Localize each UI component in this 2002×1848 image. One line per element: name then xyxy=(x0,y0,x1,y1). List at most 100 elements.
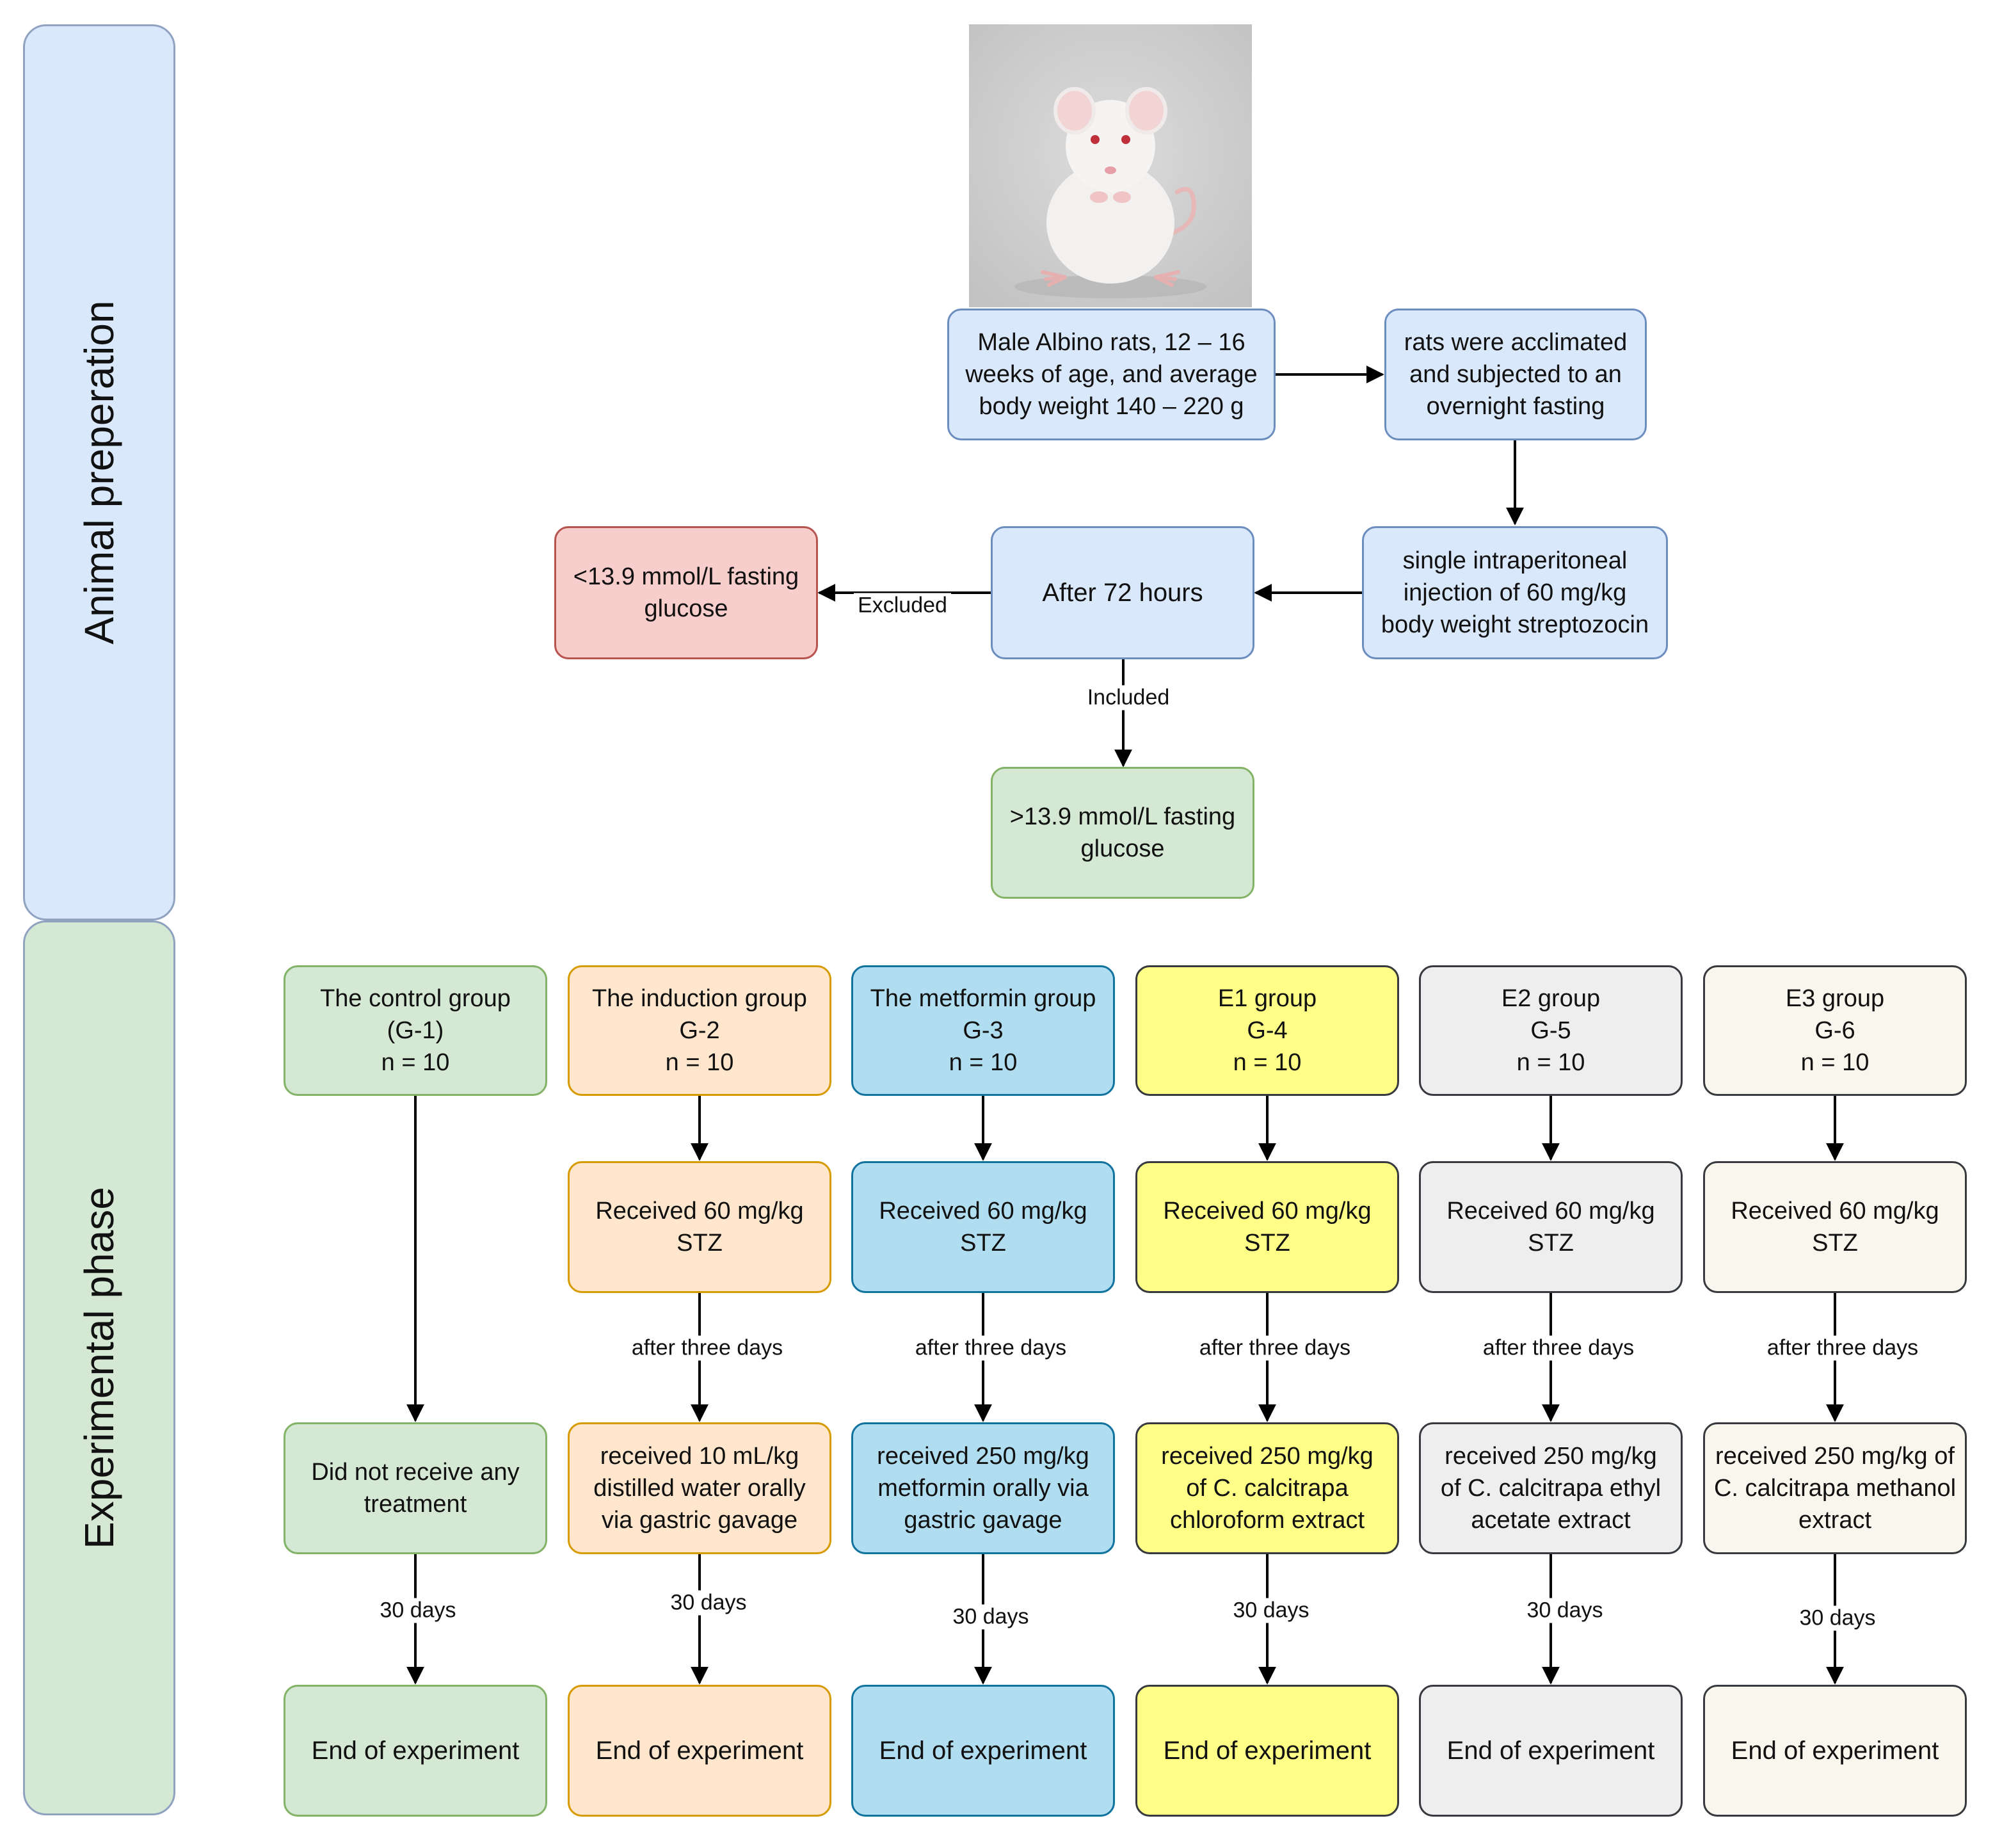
group-1-duration-label: 30 days xyxy=(376,1598,460,1623)
group-2-duration-label: 30 days xyxy=(666,1590,751,1616)
included-edge-label: Included xyxy=(1083,685,1174,711)
group-1-end-box-text: End of experiment xyxy=(311,1737,520,1765)
group-3-treatment-box-line-3: gastric gavage xyxy=(904,1507,1062,1534)
group-2-treatment-box-line-3: via gastric gavage xyxy=(601,1507,798,1534)
group-6-treatment-box: received 250 mg/kg of C. calcitrapa metha… xyxy=(1703,1422,1967,1554)
group-2-end-box: End of experiment xyxy=(568,1685,831,1817)
group-4-header-box-line-1: E1 group xyxy=(1217,985,1317,1012)
group-5-header-box-line-2: G-5 xyxy=(1530,1017,1571,1044)
group-5-header-box-line-1: E2 group xyxy=(1501,985,1601,1012)
group-4-treatment-box-line-2: of C. calcitrapa xyxy=(1186,1475,1349,1502)
group-3-duration-label: 30 days xyxy=(949,1604,1033,1630)
group-1-end-box: End of experiment xyxy=(284,1685,547,1817)
included-glucose-box: >13.9 mmol/L fasting glucose xyxy=(991,767,1254,899)
group-6-end-box: End of experiment xyxy=(1703,1685,1967,1817)
group-6-stz-box-line-1: Received 60 mg/kg xyxy=(1731,1198,1939,1225)
group-3-stz-box-line-2: STZ xyxy=(960,1230,1006,1257)
group-5-treatment-box: received 250 mg/kg of C. calcitrapa ethyl… xyxy=(1419,1422,1683,1554)
group-5-end-box: End of experiment xyxy=(1419,1685,1683,1817)
group-2-treatment-box-line-2: distilled water orally xyxy=(593,1475,806,1502)
group-2-header-box-line-2: G-2 xyxy=(679,1017,720,1044)
group-3-header-box-line-3: n = 10 xyxy=(949,1049,1018,1076)
group-1-header-box-line-3: n = 10 xyxy=(381,1049,450,1076)
group-6-duration-label: 30 days xyxy=(1795,1605,1880,1631)
group-4-stz-box-line-1: Received 60 mg/kg xyxy=(1163,1198,1372,1225)
after-72-hours-box: After 72 hours xyxy=(991,526,1254,659)
group-1-header-box: The control group (G-1) n = 10 xyxy=(284,965,547,1096)
excluded-edge-label: Excluded xyxy=(854,593,951,618)
injection-box: single intraperitoneal injection of 60 m… xyxy=(1362,526,1668,659)
group-5-delay-label: after three days xyxy=(1478,1335,1638,1361)
group-2-stz-box-line-1: Received 60 mg/kg xyxy=(595,1198,804,1225)
group-1-header-box-line-2: (G-1) xyxy=(387,1017,444,1044)
group-4-duration-label: 30 days xyxy=(1229,1598,1313,1623)
group-6-treatment-box-line-3: extract xyxy=(1798,1507,1872,1534)
injection-line-1: single intraperitoneal xyxy=(1402,547,1628,574)
group-3-treatment-box: received 250 mg/kg metformin orally via ga… xyxy=(851,1422,1115,1554)
excluded-line-1: <13.9 mmol/L fasting xyxy=(573,563,799,590)
excluded-glucose-box: <13.9 mmol/L fasting glucose xyxy=(554,526,818,659)
included-line-2: glucose xyxy=(1080,835,1165,862)
group-4-delay-label: after three days xyxy=(1195,1335,1355,1361)
group-6-treatment-box-line-1: received 250 mg/kg of xyxy=(1715,1443,1955,1470)
injection-line-3: body weight streptozocin xyxy=(1381,611,1649,638)
group-5-stz-box-line-1: Received 60 mg/kg xyxy=(1446,1198,1655,1225)
rats-line-1: Male Albino rats, 12 – 16 xyxy=(977,329,1245,356)
group-5-treatment-box-line-3: acetate extract xyxy=(1471,1507,1631,1534)
group-6-header-box-line-3: n = 10 xyxy=(1800,1049,1870,1076)
group-2-header-box-line-1: The induction group xyxy=(592,985,807,1012)
group-5-duration-label: 30 days xyxy=(1523,1598,1607,1623)
group-4-end-box: End of experiment xyxy=(1135,1685,1399,1817)
group-1-header-box-line-1: The control group xyxy=(320,985,511,1012)
group-2-stz-box-line-2: STZ xyxy=(677,1230,723,1257)
albino-rat-photo-icon xyxy=(969,24,1252,307)
after-72-hours-text: After 72 hours xyxy=(1042,579,1203,607)
group-3-treatment-box-line-2: metformin orally via xyxy=(877,1475,1089,1502)
excluded-line-2: glucose xyxy=(644,595,728,622)
group-1-treatment-box-line-2: treatment xyxy=(364,1491,467,1518)
group-5-end-box-text: End of experiment xyxy=(1446,1737,1655,1765)
phase-experimental: Experimental phase xyxy=(23,920,175,1815)
acclimation-line-3: overnight fasting xyxy=(1426,393,1605,420)
phase-animal-preparation: Animal preperation xyxy=(23,24,175,920)
group-2-delay-label: after three days xyxy=(627,1335,787,1361)
group-6-delay-label: after three days xyxy=(1763,1335,1923,1361)
group-5-treatment-box-line-2: of C. calcitrapa ethyl xyxy=(1440,1475,1662,1502)
group-2-header-box-line-3: n = 10 xyxy=(665,1049,734,1076)
group-6-end-box-text: End of experiment xyxy=(1731,1737,1939,1765)
group-6-header-box-line-2: G-6 xyxy=(1814,1017,1855,1044)
group-5-treatment-box-line-1: received 250 mg/kg xyxy=(1445,1443,1657,1470)
group-4-header-box-line-3: n = 10 xyxy=(1233,1049,1302,1076)
group-3-treatment-box-line-1: received 250 mg/kg xyxy=(877,1443,1089,1470)
group-6-header-box-line-1: E3 group xyxy=(1785,985,1885,1012)
group-3-end-box: End of experiment xyxy=(851,1685,1115,1817)
rats-description-box: Male Albino rats, 12 – 16 weeks of age, … xyxy=(947,309,1276,440)
group-2-treatment-box-line-1: received 10 mL/kg xyxy=(600,1443,799,1470)
acclimation-line-2: and subjected to an xyxy=(1409,361,1622,388)
group-3-delay-label: after three days xyxy=(911,1335,1071,1361)
group-3-end-box-text: End of experiment xyxy=(879,1737,1087,1765)
group-4-header-box-line-2: G-4 xyxy=(1247,1017,1288,1044)
group-5-stz-box-line-2: STZ xyxy=(1528,1230,1574,1257)
group-4-treatment-box-line-1: received 250 mg/kg xyxy=(1161,1443,1373,1470)
group-4-stz-box-line-2: STZ xyxy=(1244,1230,1290,1257)
group-6-treatment-box-line-2: C. calcitrapa methanol xyxy=(1713,1475,1957,1502)
rats-line-3: body weight 140 – 220 g xyxy=(979,393,1244,420)
group-3-header-box-line-1: The metformin group xyxy=(870,985,1096,1012)
injection-line-2: injection of 60 mg/kg xyxy=(1403,579,1627,606)
acclimation-line-1: rats were acclimated xyxy=(1404,329,1628,356)
group-5-header-box-line-3: n = 10 xyxy=(1516,1049,1585,1076)
group-2-end-box-text: End of experiment xyxy=(595,1737,804,1765)
